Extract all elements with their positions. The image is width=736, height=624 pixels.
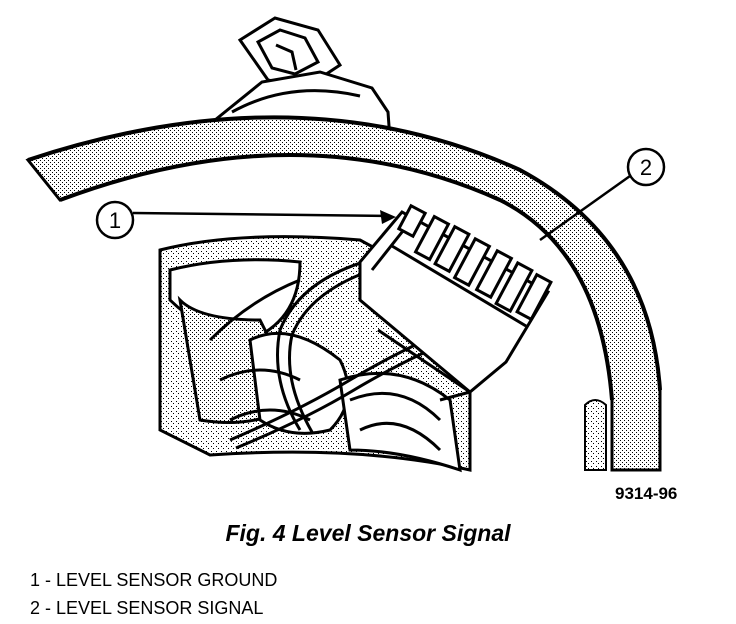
figure-caption: Fig. 4 Level Sensor Signal — [225, 520, 511, 546]
sensor-terminals — [396, 203, 553, 322]
tank-wall — [25, 115, 662, 472]
callout-2-number: 2 — [640, 155, 652, 180]
callout-1: 1 — [95, 200, 396, 240]
figure-number: 9314-96 — [615, 484, 678, 503]
legend-item: 2 - LEVEL SENSOR SIGNAL — [30, 598, 264, 618]
callout-legend: 1 - LEVEL SENSOR GROUND 2 - LEVEL SENSOR… — [30, 566, 277, 622]
level-sensor-illustration: 1 2 — [25, 16, 666, 473]
callout-1-number: 1 — [109, 208, 121, 233]
sensor-connector-block — [358, 203, 553, 402]
legend-item: 1 - LEVEL SENSOR GROUND — [30, 570, 278, 590]
callout-2: 2 — [539, 147, 666, 242]
